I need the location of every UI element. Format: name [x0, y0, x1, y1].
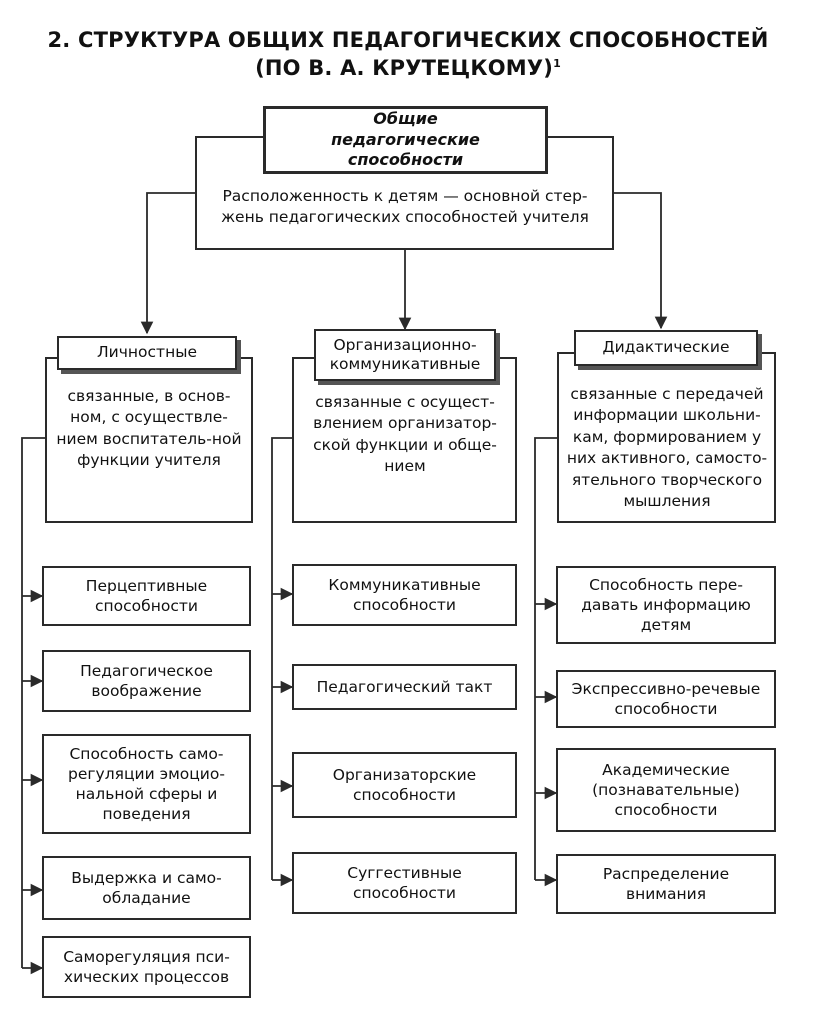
right-item-1: Способность пере-давать информацию детям [556, 566, 776, 644]
right-item-2: Экспрессивно-речевые способности [556, 670, 776, 728]
title-line-2: (ПО В. А. КРУТЕЦКОМУ) [255, 56, 554, 80]
root-header-label: Общие педагогические способности [331, 108, 480, 170]
right-item-3: Академические (познавательные) способнос… [556, 748, 776, 832]
left-item-1: Перцептивные способности [42, 566, 251, 626]
left-category-frame [45, 357, 253, 523]
left-category-header: Личностные [57, 336, 237, 370]
page-title: 2. СТРУКТУРА ОБЩИХ ПЕДАГОГИЧЕСКИХ СПОСОБ… [0, 28, 816, 52]
right-category-frame [557, 352, 776, 523]
right-category-description: связанные с передачей информации школьни… [562, 384, 772, 512]
left-item-1-label: Перцептивные способности [85, 576, 208, 615]
spine-left [21, 437, 45, 968]
title-line-1: 2. СТРУКТУРА ОБЩИХ ПЕДАГОГИЧЕСКИХ СПОСОБ… [47, 28, 769, 52]
left-item-4-label: Выдержка и само-обладание [71, 868, 222, 907]
center-category-description-text: связанные с осущест-влением организатор-… [313, 393, 497, 476]
right-category-header-label: Дидактические [602, 338, 730, 357]
center-item-1: Коммуникативные способности [292, 564, 517, 626]
center-item-3-label: Организаторские способности [332, 765, 477, 804]
left-category-description: связанные, в основ-ном, с осуществле-ние… [52, 386, 246, 472]
left-category-header-label: Личностные [97, 343, 197, 362]
center-item-4-label: Суггестивные способности [347, 863, 462, 902]
center-item-2-label: Педагогический такт [316, 677, 493, 696]
center-category-description: связанные с осущест-влением организатор-… [298, 392, 512, 478]
root-header: Общие педагогические способности [263, 106, 548, 174]
right-item-3-label: Академические (познавательные) способнос… [592, 760, 740, 820]
root-description-text: Расположенность к детям — основной стер-… [221, 187, 589, 227]
center-category-frame [292, 357, 517, 523]
right-category-description-text: связанные с передачей информации школьни… [566, 385, 768, 510]
right-item-2-label: Экспрессивно-речевые способности [571, 679, 761, 718]
left-item-5-label: Саморегуляция пси-хических процессов [63, 947, 230, 986]
center-category-header: Организационно-коммуникативные [314, 329, 496, 381]
root-description: Расположенность к детям — основной стер-… [205, 186, 605, 229]
left-item-2-label: Педагогическое воображение [80, 661, 213, 700]
arrow-root-to-right [614, 192, 668, 330]
page-subtitle: (ПО В. А. КРУТЕЦКОМУ)1 [0, 56, 816, 80]
left-category-description-text: связанные, в основ-ном, с осуществле-ние… [56, 387, 242, 470]
right-item-4-label: Распределение внимания [602, 864, 730, 903]
center-item-3: Организаторские способности [292, 752, 517, 818]
left-item-4: Выдержка и само-обладание [42, 856, 251, 920]
footnote-mark: 1 [553, 57, 561, 70]
left-item-5: Саморегуляция пси-хических процессов [42, 936, 251, 998]
right-item-4: Распределение внимания [556, 854, 776, 914]
left-item-2: Педагогическое воображение [42, 650, 251, 712]
spine-right [534, 437, 557, 880]
center-item-1-label: Коммуникативные способности [328, 575, 481, 614]
right-item-1-label: Способность пере-давать информацию детям [581, 575, 751, 635]
left-item-3-label: Способность само-регуляции эмоцио-нально… [68, 744, 225, 824]
left-item-3: Способность само-регуляции эмоцио-нально… [42, 734, 251, 834]
center-item-2: Педагогический такт [292, 664, 517, 710]
right-category-header: Дидактические [574, 330, 758, 366]
spine-center [271, 437, 292, 880]
center-item-4: Суггестивные способности [292, 852, 517, 914]
center-category-header-label: Организационно-коммуникативные [329, 335, 481, 373]
arrow-root-to-left [140, 192, 195, 335]
